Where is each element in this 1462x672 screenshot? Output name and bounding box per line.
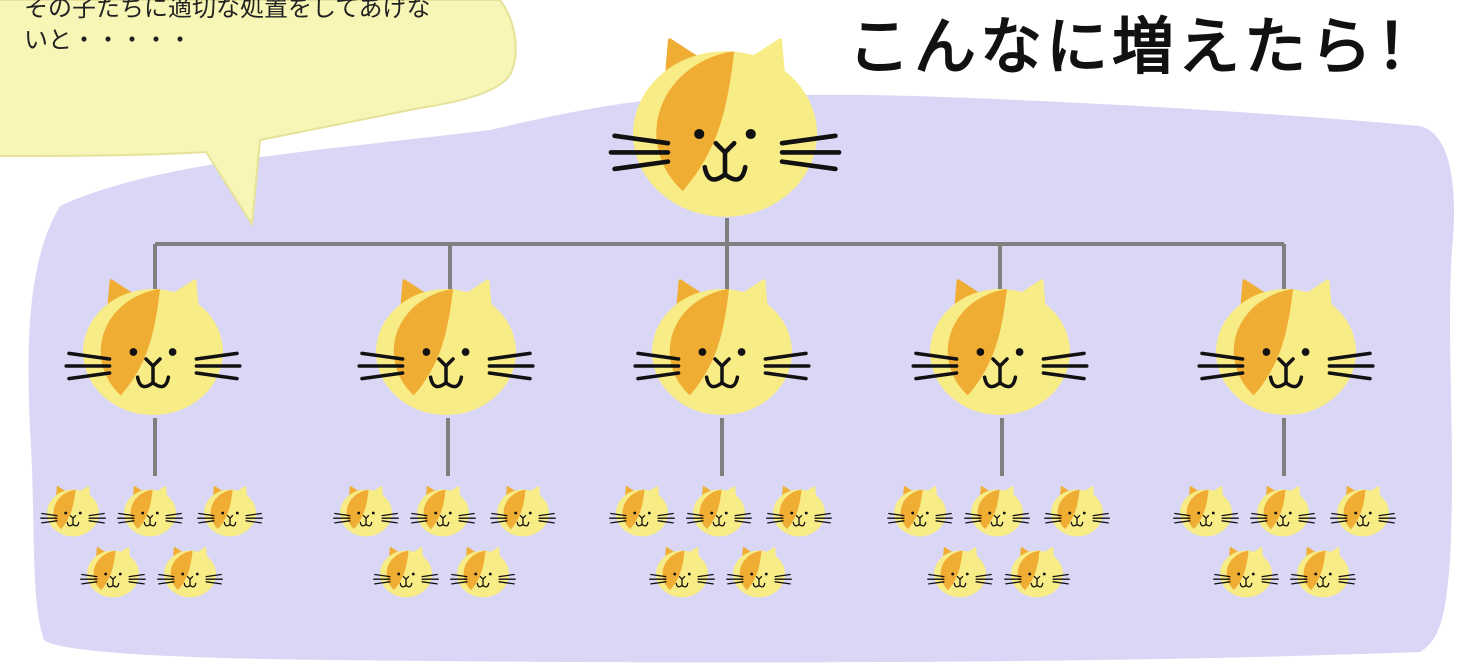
connector-lines (153, 218, 1286, 476)
headline: こんなに増えたら！ (848, 10, 1443, 83)
note-text: その子たちに適切な処置をしてあげな いと・・・・・ (24, 0, 431, 54)
speech-note (0, 0, 517, 227)
